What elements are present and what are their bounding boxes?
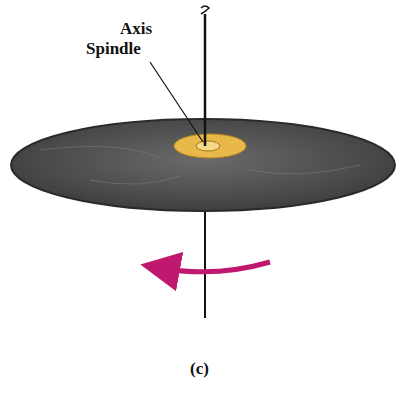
spindle-hub <box>174 134 246 158</box>
axis-line <box>204 200 206 318</box>
rotation-arrow <box>160 262 270 272</box>
figure-label: (c) <box>190 360 209 377</box>
axis-line <box>204 14 207 146</box>
disk <box>11 119 395 211</box>
leader-line <box>150 62 203 142</box>
axis-label: Axis <box>120 20 152 37</box>
spindle-label: Spindle <box>86 40 141 57</box>
